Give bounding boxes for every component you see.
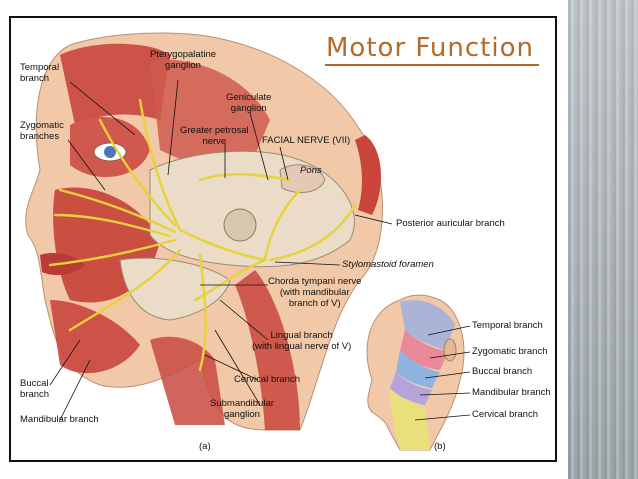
temporal-nerve-2: [98, 118, 177, 227]
cervical-nerve: [198, 253, 207, 372]
ear-canal: [223, 208, 257, 242]
frontalis-muscle: [60, 43, 170, 125]
zone-temporal: [400, 300, 455, 350]
label-buccal-branch: Buccal branch: [20, 378, 50, 400]
label-chorda-tympani: Chorda tympani nerve (with mandibular br…: [268, 276, 362, 309]
chin-muscles: [50, 300, 140, 374]
posterior-auricular-nerve: [268, 203, 357, 262]
sternocleidomastoid: [235, 270, 300, 430]
side-bar: [568, 0, 638, 479]
posterior-muscle: [355, 135, 382, 215]
label-b-zygomatic: Zygomatic branch: [472, 346, 548, 357]
label-panel-a: (a): [199, 441, 211, 452]
label-posterior-auricular: Posterior auricular branch: [396, 218, 505, 229]
zygomatic-nerve: [58, 188, 177, 234]
label-panel-b: (b): [434, 441, 446, 452]
title-underline: [325, 64, 539, 66]
ear-b: [443, 338, 457, 362]
pons-shape: [279, 164, 326, 193]
label-b-mandibular: Mandibular branch: [472, 387, 551, 398]
label-zygomatic-branches: Zygomatic branches: [20, 120, 64, 142]
label-lingual-branch: Lingual branch (with lingual nerve of V): [252, 330, 352, 352]
label-submandibular: Submandibular ganglion: [210, 398, 274, 420]
head-panel-b: [366, 294, 465, 451]
neck-platysma: [150, 336, 225, 425]
label-greater-petrosal: Greater petrosal nerve: [180, 125, 249, 147]
mandibular-nerve: [68, 248, 182, 332]
greater-petrosal: [198, 173, 292, 182]
label-stylomastoid: Stylomastoid foramen: [342, 259, 434, 270]
label-pterygopalatine: Pterygopalatine ganglion: [150, 49, 217, 71]
temporal-nerve: [138, 98, 182, 232]
label-cervical-branch: Cervical branch: [234, 374, 300, 385]
label-temporal-branch: Temporal branch: [20, 62, 60, 84]
leader-lines-b: [414, 325, 471, 421]
label-geniculate: Geniculate ganglion: [226, 92, 272, 114]
label-pons: Pons: [300, 165, 322, 176]
zone-mandibular: [390, 372, 432, 405]
slide-title: Motor Function: [326, 33, 534, 63]
iris: [104, 146, 116, 158]
label-facial-nerve: FACIAL NERVE (VII): [262, 135, 351, 146]
chorda-tympani: [193, 258, 267, 302]
label-b-buccal: Buccal branch: [472, 366, 533, 377]
facial-nerve-branches: [48, 98, 357, 372]
buccal-nerve: [48, 238, 177, 267]
label-b-temporal: Temporal branch: [472, 320, 543, 331]
zone-cervical: [390, 390, 430, 450]
leader-lines-a: [49, 79, 393, 421]
label-b-cervical: Cervical branch: [472, 409, 538, 420]
zygomatic-nerve-2: [53, 213, 172, 238]
head-panel-a: [25, 32, 383, 431]
label-mandibular-branch: Mandibular branch: [20, 414, 99, 425]
zone-buccal: [396, 350, 440, 388]
